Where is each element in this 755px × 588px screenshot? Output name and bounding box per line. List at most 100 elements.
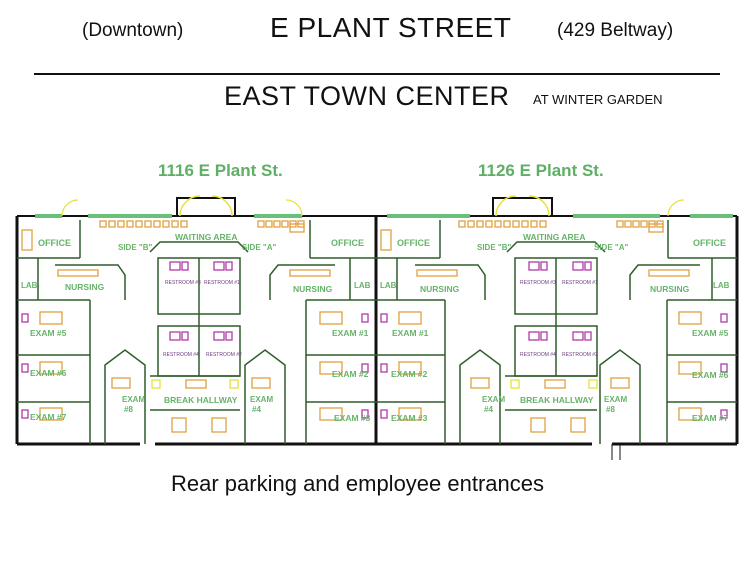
left-exam-table [39, 361, 63, 375]
left-exam-sink [361, 313, 369, 323]
right-exam1-label: EXAM #1 [392, 328, 429, 338]
left-nursing-2-label: NURSING [293, 284, 333, 294]
right-waiting-chair [632, 220, 640, 228]
right-exam5-label: EXAM #5 [692, 328, 729, 338]
right-lab-2-label: LAB [713, 281, 730, 290]
right-exam-sink [380, 363, 388, 373]
right-waiting-chair [494, 220, 502, 228]
left-nursing-counter [57, 269, 99, 277]
right-restroom3-label: RESTROOM #3 [520, 280, 556, 286]
left-exam-table [39, 311, 63, 325]
right-waiting-chair [485, 220, 493, 228]
right-waiting-chair [539, 220, 547, 228]
left-lab-label: LAB [21, 281, 38, 290]
right-exam-sink [380, 409, 388, 419]
right-exam6-label: EXAM #6 [692, 370, 729, 380]
right-exam-sink [720, 363, 728, 373]
left-restroom-fixture [181, 261, 189, 271]
left-waiting-label: WAITING AREA [175, 232, 238, 242]
right-restroom-fixture [528, 331, 540, 341]
right-waiting-chair [467, 220, 475, 228]
right-exam3-label: EXAM #3 [391, 413, 428, 423]
left-lab-2-label: LAB [354, 281, 371, 290]
left-exam6-label: EXAM #6 [30, 368, 67, 378]
right-exam-table [678, 407, 702, 421]
right-restroom-fixture [540, 261, 548, 271]
furniture-layer [21, 220, 728, 433]
left-office-desk [289, 223, 305, 233]
right-exam-sink [720, 409, 728, 419]
right-exam-table [398, 407, 422, 421]
left-exam7-label: EXAM #7 [30, 412, 67, 422]
left-waiting-chair [153, 220, 161, 228]
left-waiting-chair [108, 220, 116, 228]
left-restroom2-label: RESTROOM #2 [206, 352, 242, 358]
right-nursing-counter [648, 269, 690, 277]
right-rear-chair [570, 417, 586, 433]
left-waiting-chair [99, 220, 107, 228]
left-exam3-label: EXAM #3 [334, 413, 371, 423]
left-restroom-fixture [169, 331, 181, 341]
left-exam1-label: EXAM #1 [332, 328, 369, 338]
right-restroom-fixture [572, 261, 584, 271]
right-alcove-table [470, 377, 490, 389]
right-nursing-2-label: NURSING [650, 284, 690, 294]
right-unit [376, 195, 739, 460]
left-break-cabinet [229, 379, 239, 389]
left-rear-chair [171, 417, 187, 433]
left-restroom3-label: RESTROOM #3 [165, 280, 201, 286]
left-exam8-label-1: EXAM [122, 395, 145, 404]
right-waiting-label: WAITING AREA [523, 232, 586, 242]
right-office-label: OFFICE [397, 238, 430, 248]
left-waiting-chair [126, 220, 134, 228]
left-exam-sink [21, 409, 29, 419]
right-exam2-label: EXAM #2 [391, 369, 428, 379]
right-restroom1-label: RESTROOM #1 [562, 280, 598, 286]
left-waiting-chair [180, 220, 188, 228]
right-exam-table [678, 361, 702, 375]
right-exam-table [398, 361, 422, 375]
right-waiting-chair [458, 220, 466, 228]
left-exam-sink [361, 363, 369, 373]
right-waiting-chair [476, 220, 484, 228]
left-exam-sink [21, 363, 29, 373]
floor-plan: 1116 E Plant St. 1126 E Plant St. [15, 161, 739, 460]
right-waiting-chair [616, 220, 624, 228]
center-subtitle: AT WINTER GARDEN [533, 92, 663, 107]
right-waiting-chair [503, 220, 511, 228]
left-break-hallway-label: BREAK HALLWAY [164, 395, 238, 405]
left-waiting-chair [273, 220, 281, 228]
right-exam8-label-2: #8 [606, 405, 615, 414]
right-rear-chair [530, 417, 546, 433]
left-office-desk [21, 229, 33, 251]
left-exam-table [319, 311, 343, 325]
left-exam2-label: EXAM #2 [332, 369, 369, 379]
left-exam4-label-1: EXAM [250, 395, 273, 404]
left-restroom-fixture [213, 261, 225, 271]
left-break-cabinet [151, 379, 161, 389]
left-exam8-label-2: #8 [124, 405, 133, 414]
right-restroom-fixture [584, 331, 592, 341]
left-exam-sink [21, 313, 29, 323]
left-exam-table [319, 361, 343, 375]
right-break-cabinet [588, 379, 598, 389]
left-nursing-label: NURSING [65, 282, 105, 292]
left-unit [15, 195, 378, 446]
left-alcove-table [251, 377, 271, 389]
right-waiting-chair [521, 220, 529, 228]
left-side-a-label: SIDE "A" [242, 243, 276, 252]
left-waiting-chair [117, 220, 125, 228]
right-restroom-fixture [528, 261, 540, 271]
title-divider [34, 73, 720, 75]
left-break-counter [185, 379, 207, 389]
left-restroom-fixture [225, 331, 233, 341]
right-waiting-chair [624, 220, 632, 228]
right-nursing-counter [416, 269, 458, 277]
center-name: EAST TOWN CENTER [224, 81, 510, 111]
left-restroom4-label: RESTROOM #4 [163, 352, 199, 358]
right-exam-table [398, 311, 422, 325]
right-lab-label: LAB [380, 281, 397, 290]
right-exam-sink [720, 313, 728, 323]
left-restroom-fixture [169, 261, 181, 271]
left-restroom-fixture [181, 331, 189, 341]
